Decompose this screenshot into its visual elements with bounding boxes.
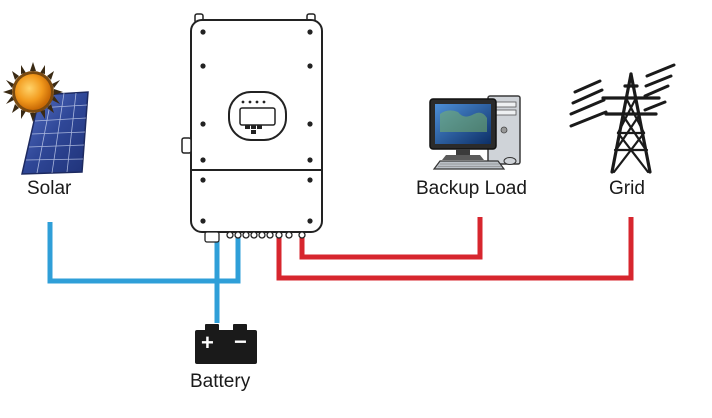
battery-icon [195, 324, 257, 364]
power-tower-icon [569, 63, 676, 174]
sun-icon [3, 62, 63, 122]
battery-minus-sign: − [234, 329, 247, 354]
grid-label: Grid [609, 178, 645, 199]
dc-wires [47, 222, 241, 323]
grid-wire [276, 217, 634, 281]
battery-label: Battery [190, 371, 251, 392]
battery-plus-sign: + [201, 330, 214, 355]
solar-label: Solar [27, 178, 72, 199]
solar-wire [47, 222, 241, 284]
backup-load-label: Backup Load [416, 178, 527, 199]
computer-icon [429, 95, 521, 170]
ac-wires [276, 217, 634, 281]
backup-load-wire [299, 217, 483, 260]
inverter-icon [181, 13, 323, 243]
solar-panel-icon [21, 91, 89, 175]
